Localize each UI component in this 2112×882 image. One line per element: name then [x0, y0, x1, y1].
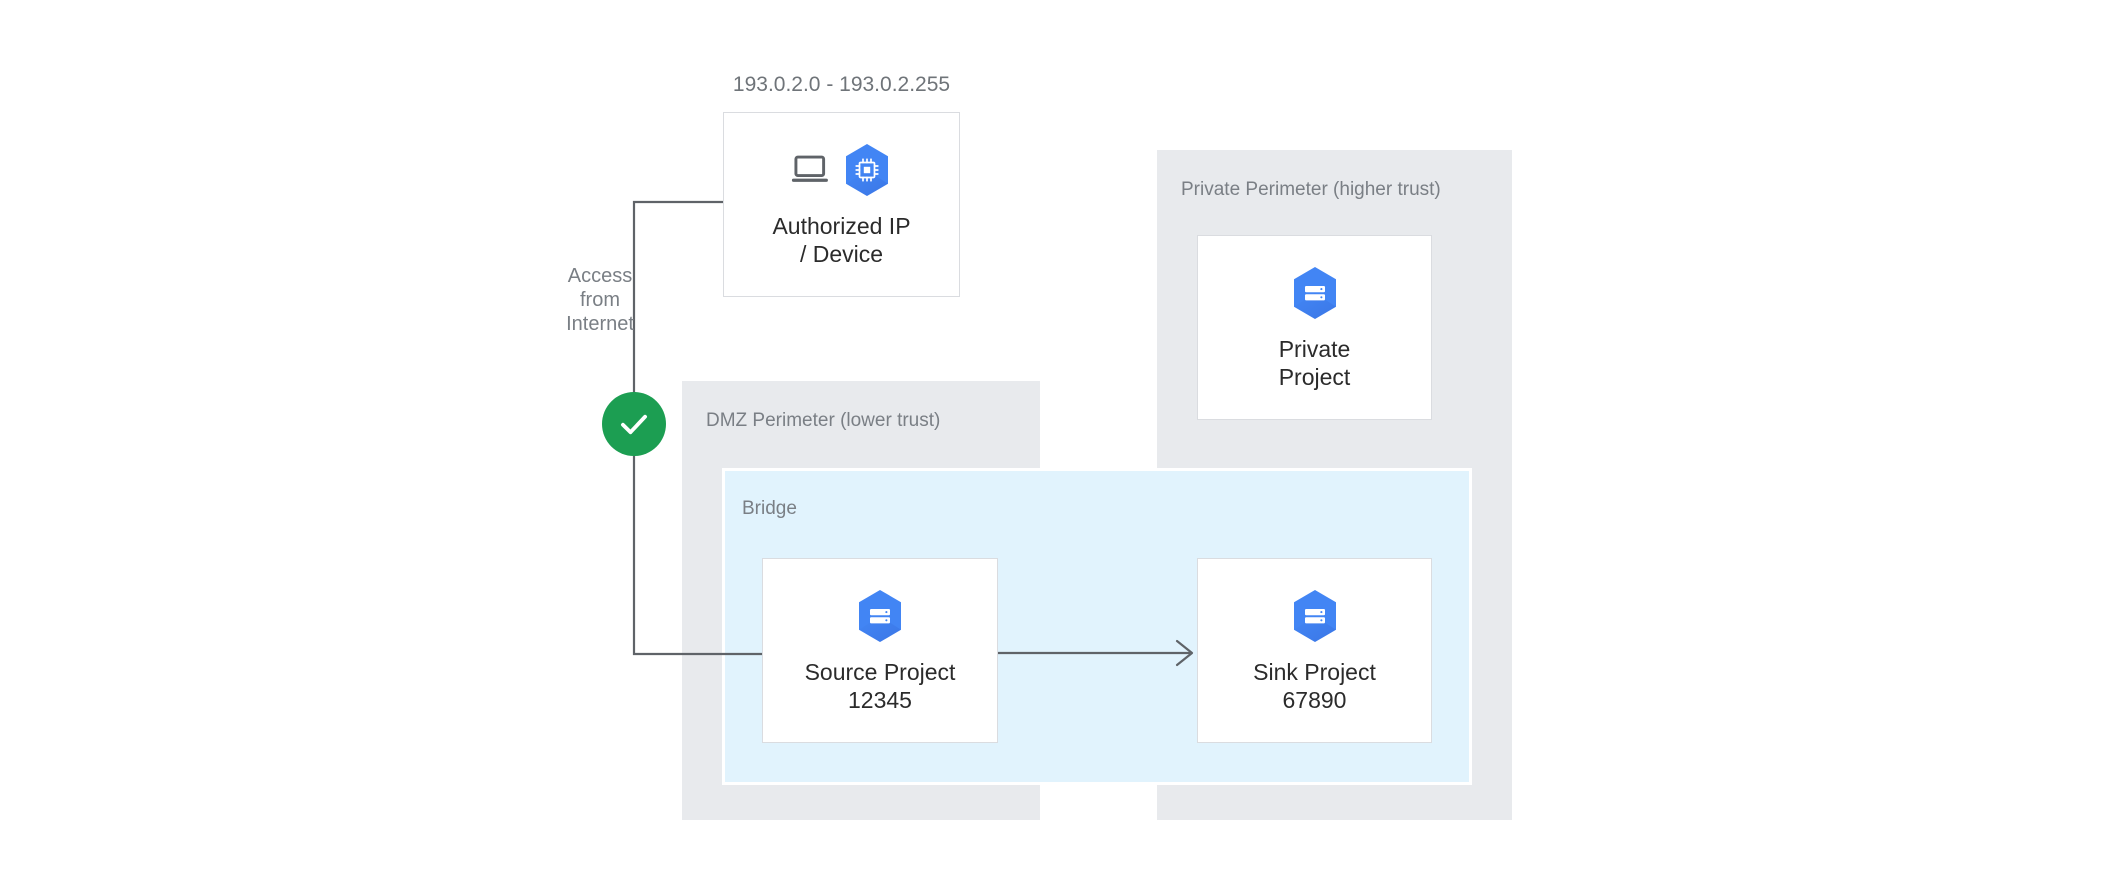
node-authorized-ip-device[interactable]: Authorized IP / Device	[723, 112, 960, 297]
node-private-project[interactable]: Private Project	[1197, 235, 1432, 420]
node-source-project[interactable]: Source Project 12345	[762, 558, 998, 743]
dmz-perimeter-label: DMZ Perimeter (lower trust)	[706, 410, 941, 431]
status-allowed-badge	[602, 392, 666, 456]
iot-device-icon	[845, 143, 888, 196]
connector-source-to-sink-arrowhead	[1175, 639, 1194, 667]
node-authorized-label: Authorized IP / Device	[772, 212, 911, 267]
project-icon	[1293, 589, 1336, 642]
node-sink-icons	[1289, 588, 1341, 644]
private-perimeter-label: Private Perimeter (higher trust)	[1181, 179, 1441, 200]
node-sink-project[interactable]: Sink Project 67890	[1197, 558, 1432, 743]
node-source-label: Source Project 12345	[804, 658, 956, 713]
node-sink-label: Sink Project 67890	[1253, 658, 1376, 713]
node-private-icons	[1289, 265, 1341, 321]
ip-range-label: 193.0.2.0 - 193.0.2.255	[732, 73, 951, 96]
access-from-internet-label: Access from Internet	[566, 265, 634, 335]
node-authorized-icons	[791, 142, 893, 198]
project-icon	[1293, 266, 1336, 319]
node-source-icons	[854, 588, 906, 644]
laptop-icon	[791, 155, 828, 182]
bridge-label: Bridge	[742, 498, 797, 519]
project-icon	[859, 589, 901, 642]
node-private-label: Private Project	[1278, 335, 1351, 390]
check-circle-icon	[621, 414, 647, 435]
